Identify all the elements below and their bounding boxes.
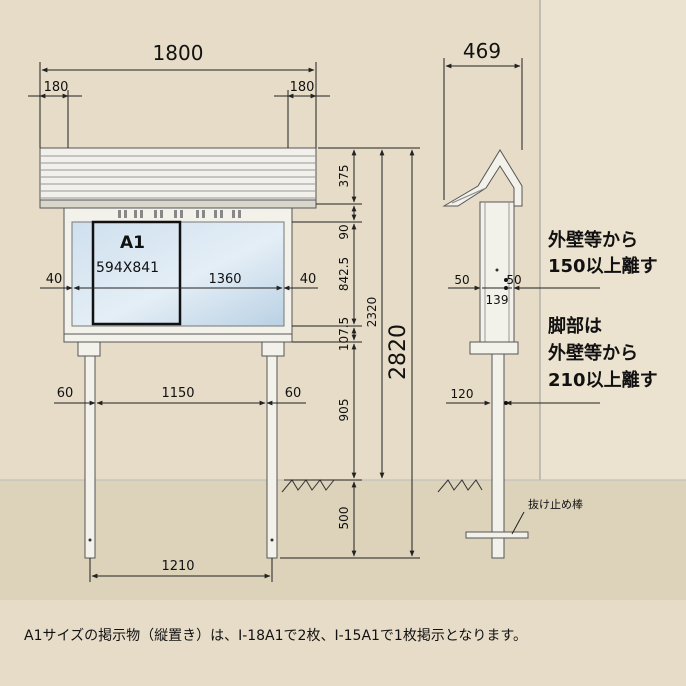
ground-hatch-right: [437, 479, 483, 493]
dim-2820-label: 2820: [386, 324, 411, 380]
dim-1800-label: 1800: [153, 41, 204, 65]
note-leg-line2: 外壁等から: [548, 342, 638, 364]
dim-1210: [89, 558, 273, 582]
dim-180-right: [274, 90, 330, 148]
dim-1210-label: 1210: [161, 559, 194, 574]
dim-1150-label: 1150: [161, 386, 194, 401]
dim-side-50-right-label: 50: [506, 273, 521, 287]
dim-2320-label: 2320: [365, 297, 379, 328]
dim-side-120-label: 120: [451, 387, 474, 401]
poster-size-label: A1: [120, 233, 145, 253]
side-pin: [495, 268, 499, 272]
note-wall-line1: 外壁等から: [548, 229, 638, 251]
poster-size-mm: 594X841: [96, 260, 159, 276]
ground-area: [0, 480, 686, 600]
dim-180-right-label: 180: [290, 80, 315, 95]
ground-hatch-left: [281, 479, 335, 493]
dim-40-right-label: 40: [300, 272, 317, 287]
dim-500-label: 500: [337, 507, 351, 530]
a1-poster: [91, 220, 182, 326]
board-frame: [63, 207, 293, 343]
dim-side-139-label: 139: [486, 293, 509, 307]
dim-60-left-label: 60: [57, 386, 74, 401]
post-left-pin: [88, 538, 92, 542]
dim-469: [443, 58, 523, 200]
dim-60-right-label: 60: [285, 386, 302, 401]
anchor-bar-label: 抜け止め棒: [528, 497, 583, 511]
dim-107-5-label: 107.5: [337, 317, 351, 351]
dim-842-5-label: 842.5: [337, 257, 351, 291]
dim-1800: [39, 62, 317, 148]
wall-surface: [540, 0, 686, 480]
dim-side-50-left-label: 50: [454, 273, 469, 287]
dim-469-label: 469: [463, 39, 501, 63]
anchor-bar: [465, 511, 529, 539]
note-leg-line1: 脚部は: [548, 315, 602, 337]
vertical-dim-chain: [280, 147, 420, 559]
post-right-pin: [270, 538, 274, 542]
dim-90-label: 90: [337, 224, 351, 239]
dim-375-label: 375: [337, 165, 351, 188]
dim-180-left-label: 180: [44, 80, 69, 95]
roof: [39, 147, 317, 209]
note-leg-line3: 210以上離す: [548, 369, 658, 391]
note-wall-line2: 150以上離す: [548, 255, 658, 277]
side-body: [469, 201, 519, 559]
dim-180-left: [28, 90, 82, 148]
dim-1360-label: 1360: [208, 272, 241, 287]
caption: A1サイズの掲示物（縦置き）は、I-18A1で2枚、I-15A1で1枚掲示となり…: [24, 628, 527, 644]
dim-905-label: 905: [337, 399, 351, 422]
dim-40-left-label: 40: [46, 272, 63, 287]
